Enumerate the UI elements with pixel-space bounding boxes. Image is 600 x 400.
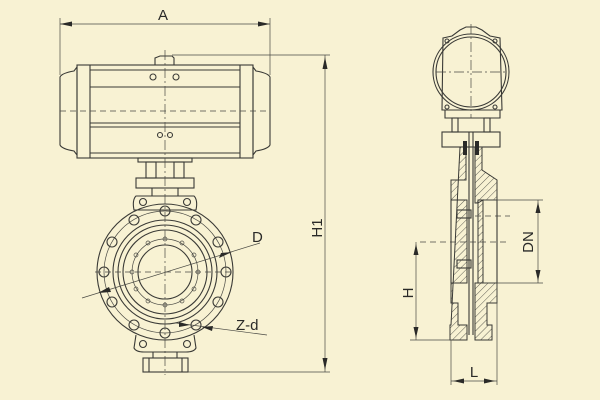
dimension-l: L [450, 283, 498, 385]
dimension-z-d-label: Z-d [236, 317, 259, 334]
dimension-a-label: A [158, 7, 168, 24]
dimension-h1: H1 [172, 54, 330, 373]
valve-body-front [95, 50, 235, 375]
dimension-d-label: D [252, 229, 263, 246]
side-view: DN H L [400, 24, 543, 385]
actuator-side [432, 24, 510, 133]
dimension-z-d: Z-d [175, 317, 268, 336]
dimension-d: D [81, 229, 263, 299]
dimension-dn: DN [483, 199, 543, 284]
dimension-a: A [59, 7, 271, 75]
dimension-h1-label: H1 [309, 218, 326, 237]
dimension-dn-label: DN [520, 231, 537, 253]
dimension-l-label: L [470, 364, 478, 381]
dimension-h: H [400, 242, 452, 341]
valve-body-side [420, 131, 510, 341]
front-view: A [59, 7, 330, 375]
dimension-h-label: H [400, 288, 417, 299]
